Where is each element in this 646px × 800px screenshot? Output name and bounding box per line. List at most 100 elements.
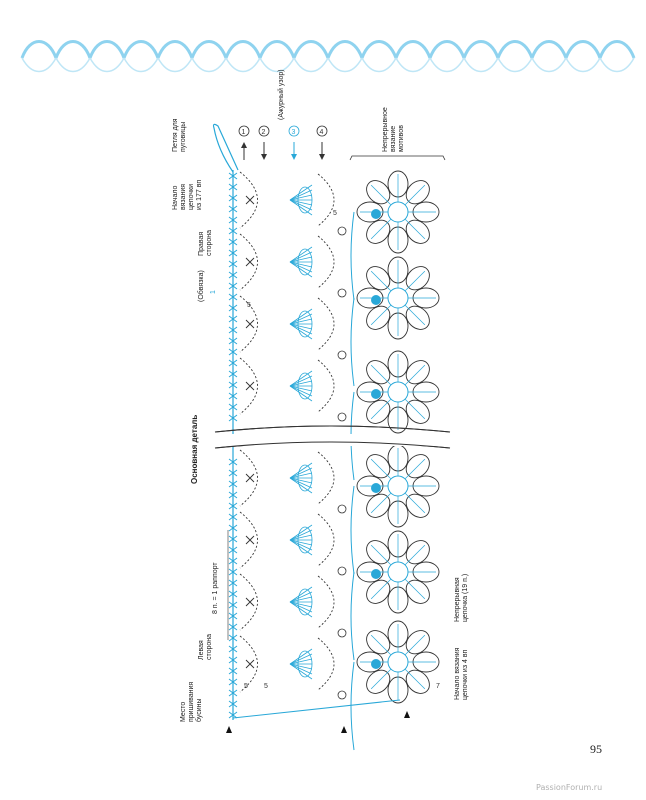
row4-picot: [337, 690, 347, 700]
motif-spoke: [370, 184, 392, 206]
break-gap: [215, 434, 450, 446]
edging-cross: [228, 612, 238, 620]
motif-spoke: [404, 634, 426, 656]
motif-spoke: [370, 304, 392, 326]
edging-label: (Обвязка): [198, 270, 206, 302]
motif-spoke: [404, 544, 426, 566]
motif-spoke: [370, 364, 392, 386]
button-loop: [212, 123, 239, 173]
row3-stitch: [289, 601, 313, 608]
row3-stitch: [289, 261, 313, 278]
row4-arch: [317, 513, 335, 567]
row3-fan: [297, 588, 313, 616]
bead-place-line1: Место: [180, 701, 187, 722]
motif-spoke: [370, 270, 392, 292]
stitch-count-5d: 5: [333, 210, 337, 217]
row3-stitch: [289, 261, 313, 273]
edging-cross: [228, 216, 238, 224]
continuous-chain-label: Непрерывная цепочка (19 п.): [454, 574, 470, 622]
edging-cross: [228, 403, 238, 411]
bead-place-line3: бусины: [196, 698, 203, 722]
row4-picot: [337, 226, 347, 236]
row4-arch: [317, 235, 335, 289]
row3-stitch: [289, 591, 313, 603]
edging-cross: [228, 634, 238, 642]
row2-arch: [239, 233, 258, 291]
continuous-chain-line1: Непрерывная: [454, 577, 461, 622]
row4-picot: [337, 504, 347, 514]
edging-cross: [228, 227, 238, 235]
edging-crosses: [228, 172, 238, 719]
row3-stitch: [289, 658, 313, 665]
row4-arch: [317, 637, 335, 691]
motifs-bracket: [349, 155, 446, 161]
row2-arch: [239, 511, 258, 569]
edging-cross: [228, 469, 238, 477]
chain-start-177-label: Начало вязания цепочки из 177 вп: [172, 180, 204, 210]
edging-cross: [228, 238, 238, 246]
row3-stitch: [289, 472, 313, 479]
page-number: 95: [590, 742, 602, 756]
motif-chain: [350, 485, 355, 575]
motif-spoke: [404, 578, 426, 600]
openwork-label: (Ажурный узор): [278, 69, 286, 120]
row3-stitch: [289, 539, 313, 546]
row2-cross: [245, 319, 255, 329]
row3-stitch: [289, 199, 313, 211]
motif-chain: [350, 661, 355, 751]
edging-cross: [228, 480, 238, 488]
motif-chain: [350, 297, 355, 387]
motif-spoke: [370, 578, 392, 600]
edging-cross: [228, 678, 238, 686]
row3-stitch: [289, 477, 313, 484]
edging-cross: [228, 645, 238, 653]
row3-fan: [297, 372, 313, 400]
row4-arches: [317, 173, 347, 700]
row2-cross: [245, 659, 255, 669]
motif-spoke: [370, 458, 392, 480]
left-side-line2: сторона: [206, 633, 213, 660]
row2-cross: [245, 473, 255, 483]
chain-start-177-line2: вязания: [180, 183, 187, 210]
edging-cross: [228, 502, 238, 510]
row2-cross: [245, 195, 255, 205]
stitch-count-5a: 5: [247, 302, 251, 309]
row3-stitch: [289, 184, 313, 201]
start-marker-right: [404, 711, 410, 718]
motif-spoke: [370, 634, 392, 656]
row3-stitch: [289, 596, 313, 603]
row2-arch: [239, 357, 258, 415]
edging-cross: [228, 359, 238, 367]
left-side-line1: Левая: [198, 640, 205, 660]
edging-cross: [228, 458, 238, 466]
edging-cross: [228, 172, 238, 180]
row3-stitch: [289, 199, 313, 216]
row3-stitch: [289, 385, 313, 402]
chain-start-4-line2: цепочки из 4 вп: [462, 649, 469, 700]
motif-spoke: [404, 492, 426, 514]
row2-arch: [239, 171, 258, 229]
ornament-scroll: [20, 40, 636, 59]
right-side-line2: сторона: [206, 229, 213, 256]
row2-arch: [239, 449, 258, 507]
break-edge-b: [214, 441, 451, 449]
row3-stitch: [289, 462, 313, 479]
edging-cross: [228, 194, 238, 202]
edging-cross: [228, 557, 238, 565]
row4-picot: [337, 566, 347, 576]
edging-cross: [228, 282, 238, 290]
row3-stitch: [289, 308, 313, 325]
flower-motifs: [350, 170, 440, 751]
button-loop-line1: Петля для: [172, 118, 179, 152]
watermark: PassionForum.ru: [536, 783, 603, 792]
edging-cross: [228, 524, 238, 532]
row2-cross: [245, 257, 255, 267]
row3-stitch: [289, 663, 313, 680]
row2-arches: [239, 171, 258, 693]
edging-cross: [228, 326, 238, 334]
row3-stitch: [289, 601, 313, 618]
edging-cross: [228, 205, 238, 213]
left-side-label: Левая сторона: [198, 634, 214, 660]
row3-stitch: [289, 539, 313, 551]
edging-cross: [228, 601, 238, 609]
